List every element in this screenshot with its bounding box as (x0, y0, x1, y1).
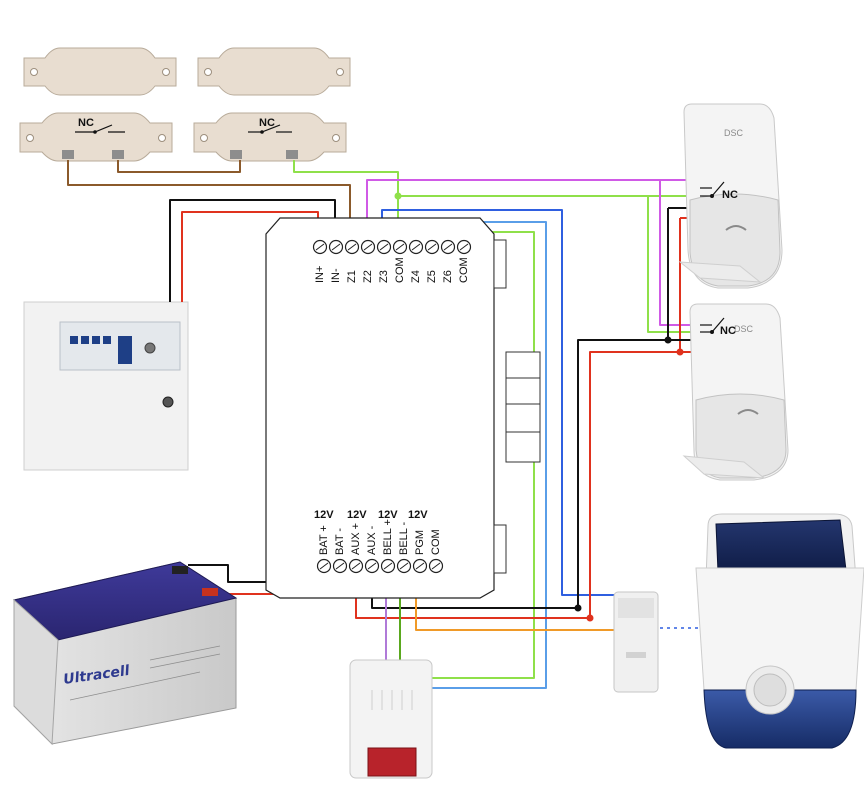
top-terminal-slot (315, 243, 325, 251)
contact-nc-label-2: NC (259, 117, 275, 129)
battery-terminal-positive (202, 588, 218, 596)
keypad-button-3 (92, 336, 100, 344)
terminal-label-com-3: COM (430, 529, 442, 555)
top-terminal-slot (443, 243, 453, 251)
wire-green-contact (293, 160, 399, 245)
terminal-label-in-minus: IN- (330, 268, 342, 283)
keypad-button-2 (81, 336, 89, 344)
terminal-label-aux-plus: AUX + (350, 523, 362, 555)
wire-brown-1 (67, 160, 351, 245)
battery (12, 561, 238, 746)
terminal-label-aux-minus: AUX - (366, 525, 378, 555)
keypad-button-4 (103, 336, 111, 344)
terminal-label-z4: Z4 (410, 270, 422, 283)
pir-nc-label-1: NC (722, 189, 738, 201)
magnetic-contact-switch-1 (19, 112, 173, 162)
terminal-label-z2: Z2 (362, 270, 374, 283)
bottom-terminal-slot (351, 562, 361, 570)
terminal-label-com-1: COM (394, 257, 406, 283)
outdoor-siren (695, 513, 864, 749)
voltage-label-pgm: 12V (408, 509, 428, 521)
keypad-button-1 (70, 336, 78, 344)
wire-brown-2 (117, 160, 241, 173)
wire-green-pir2 (647, 196, 700, 333)
terminal-label-z3: Z3 (378, 270, 390, 283)
bottom-terminal-slot (383, 562, 393, 570)
voltage-label-bat: 12V (314, 509, 334, 521)
pir-switch-dot-1 (710, 194, 714, 198)
top-terminal-slot (379, 243, 389, 251)
solar-panel (715, 519, 847, 573)
magnetic-contact-magnet-1 (23, 47, 177, 96)
bottom-terminal-slot (431, 562, 441, 570)
terminal-label-z5: Z5 (426, 270, 438, 283)
terminal-label-in-plus: IN+ (314, 266, 326, 283)
pir-sensor-1 (678, 103, 783, 289)
bottom-terminal-slot (415, 562, 425, 570)
indoor-siren (349, 659, 433, 779)
pir-nc-label-2: NC (720, 325, 736, 337)
battery-terminal-negative (172, 566, 188, 574)
terminal-label-bell-plus: BELL + (382, 519, 394, 555)
lock-icon (162, 396, 174, 408)
bottom-terminal-slot (319, 562, 329, 570)
bottom-terminal-slot (335, 562, 345, 570)
pir-switch-dot-2 (710, 330, 714, 334)
terminal-label-pgm: PGM (414, 530, 426, 555)
terminal-label-bell-minus: BELL - (398, 521, 410, 555)
top-terminal-slot (363, 243, 373, 251)
wire-magenta-pir2 (659, 180, 700, 326)
keyswitch-icon (144, 342, 156, 354)
power-supply-box (23, 301, 189, 471)
top-terminal-slot (395, 243, 405, 251)
terminal-label-bat-plus: BAT + (318, 525, 330, 555)
bottom-terminal-slot (399, 562, 409, 570)
magnetic-contact-switch-2 (193, 112, 347, 162)
junction-dots (394, 192, 684, 622)
top-terminal-slot (459, 243, 469, 251)
top-terminal-slot (427, 243, 437, 251)
bottom-terminal-slot (367, 562, 377, 570)
speaker-grille-icon (753, 673, 787, 707)
pir-sensor-2 (682, 303, 789, 481)
terminal-label-bat-minus: BAT - (334, 528, 346, 555)
terminal-label-z1: Z1 (346, 270, 358, 283)
voltage-label-bell: 12V (378, 509, 398, 521)
voltage-label-aux: 12V (347, 509, 367, 521)
pir-brand-2: DSC (734, 324, 754, 334)
terminal-label-com-2: COM (458, 257, 470, 283)
magnetic-contact-magnet-2 (197, 47, 351, 96)
wireless-module (613, 591, 659, 693)
top-terminal-slot (347, 243, 357, 251)
top-terminal-slot (411, 243, 421, 251)
control-board (265, 217, 541, 599)
pir-brand-1: DSC (724, 128, 744, 138)
top-terminal-slot (331, 243, 341, 251)
terminal-label-z6: Z6 (442, 270, 454, 283)
contact-nc-label-1: NC (78, 117, 94, 129)
siren-strobe-light (367, 747, 417, 777)
